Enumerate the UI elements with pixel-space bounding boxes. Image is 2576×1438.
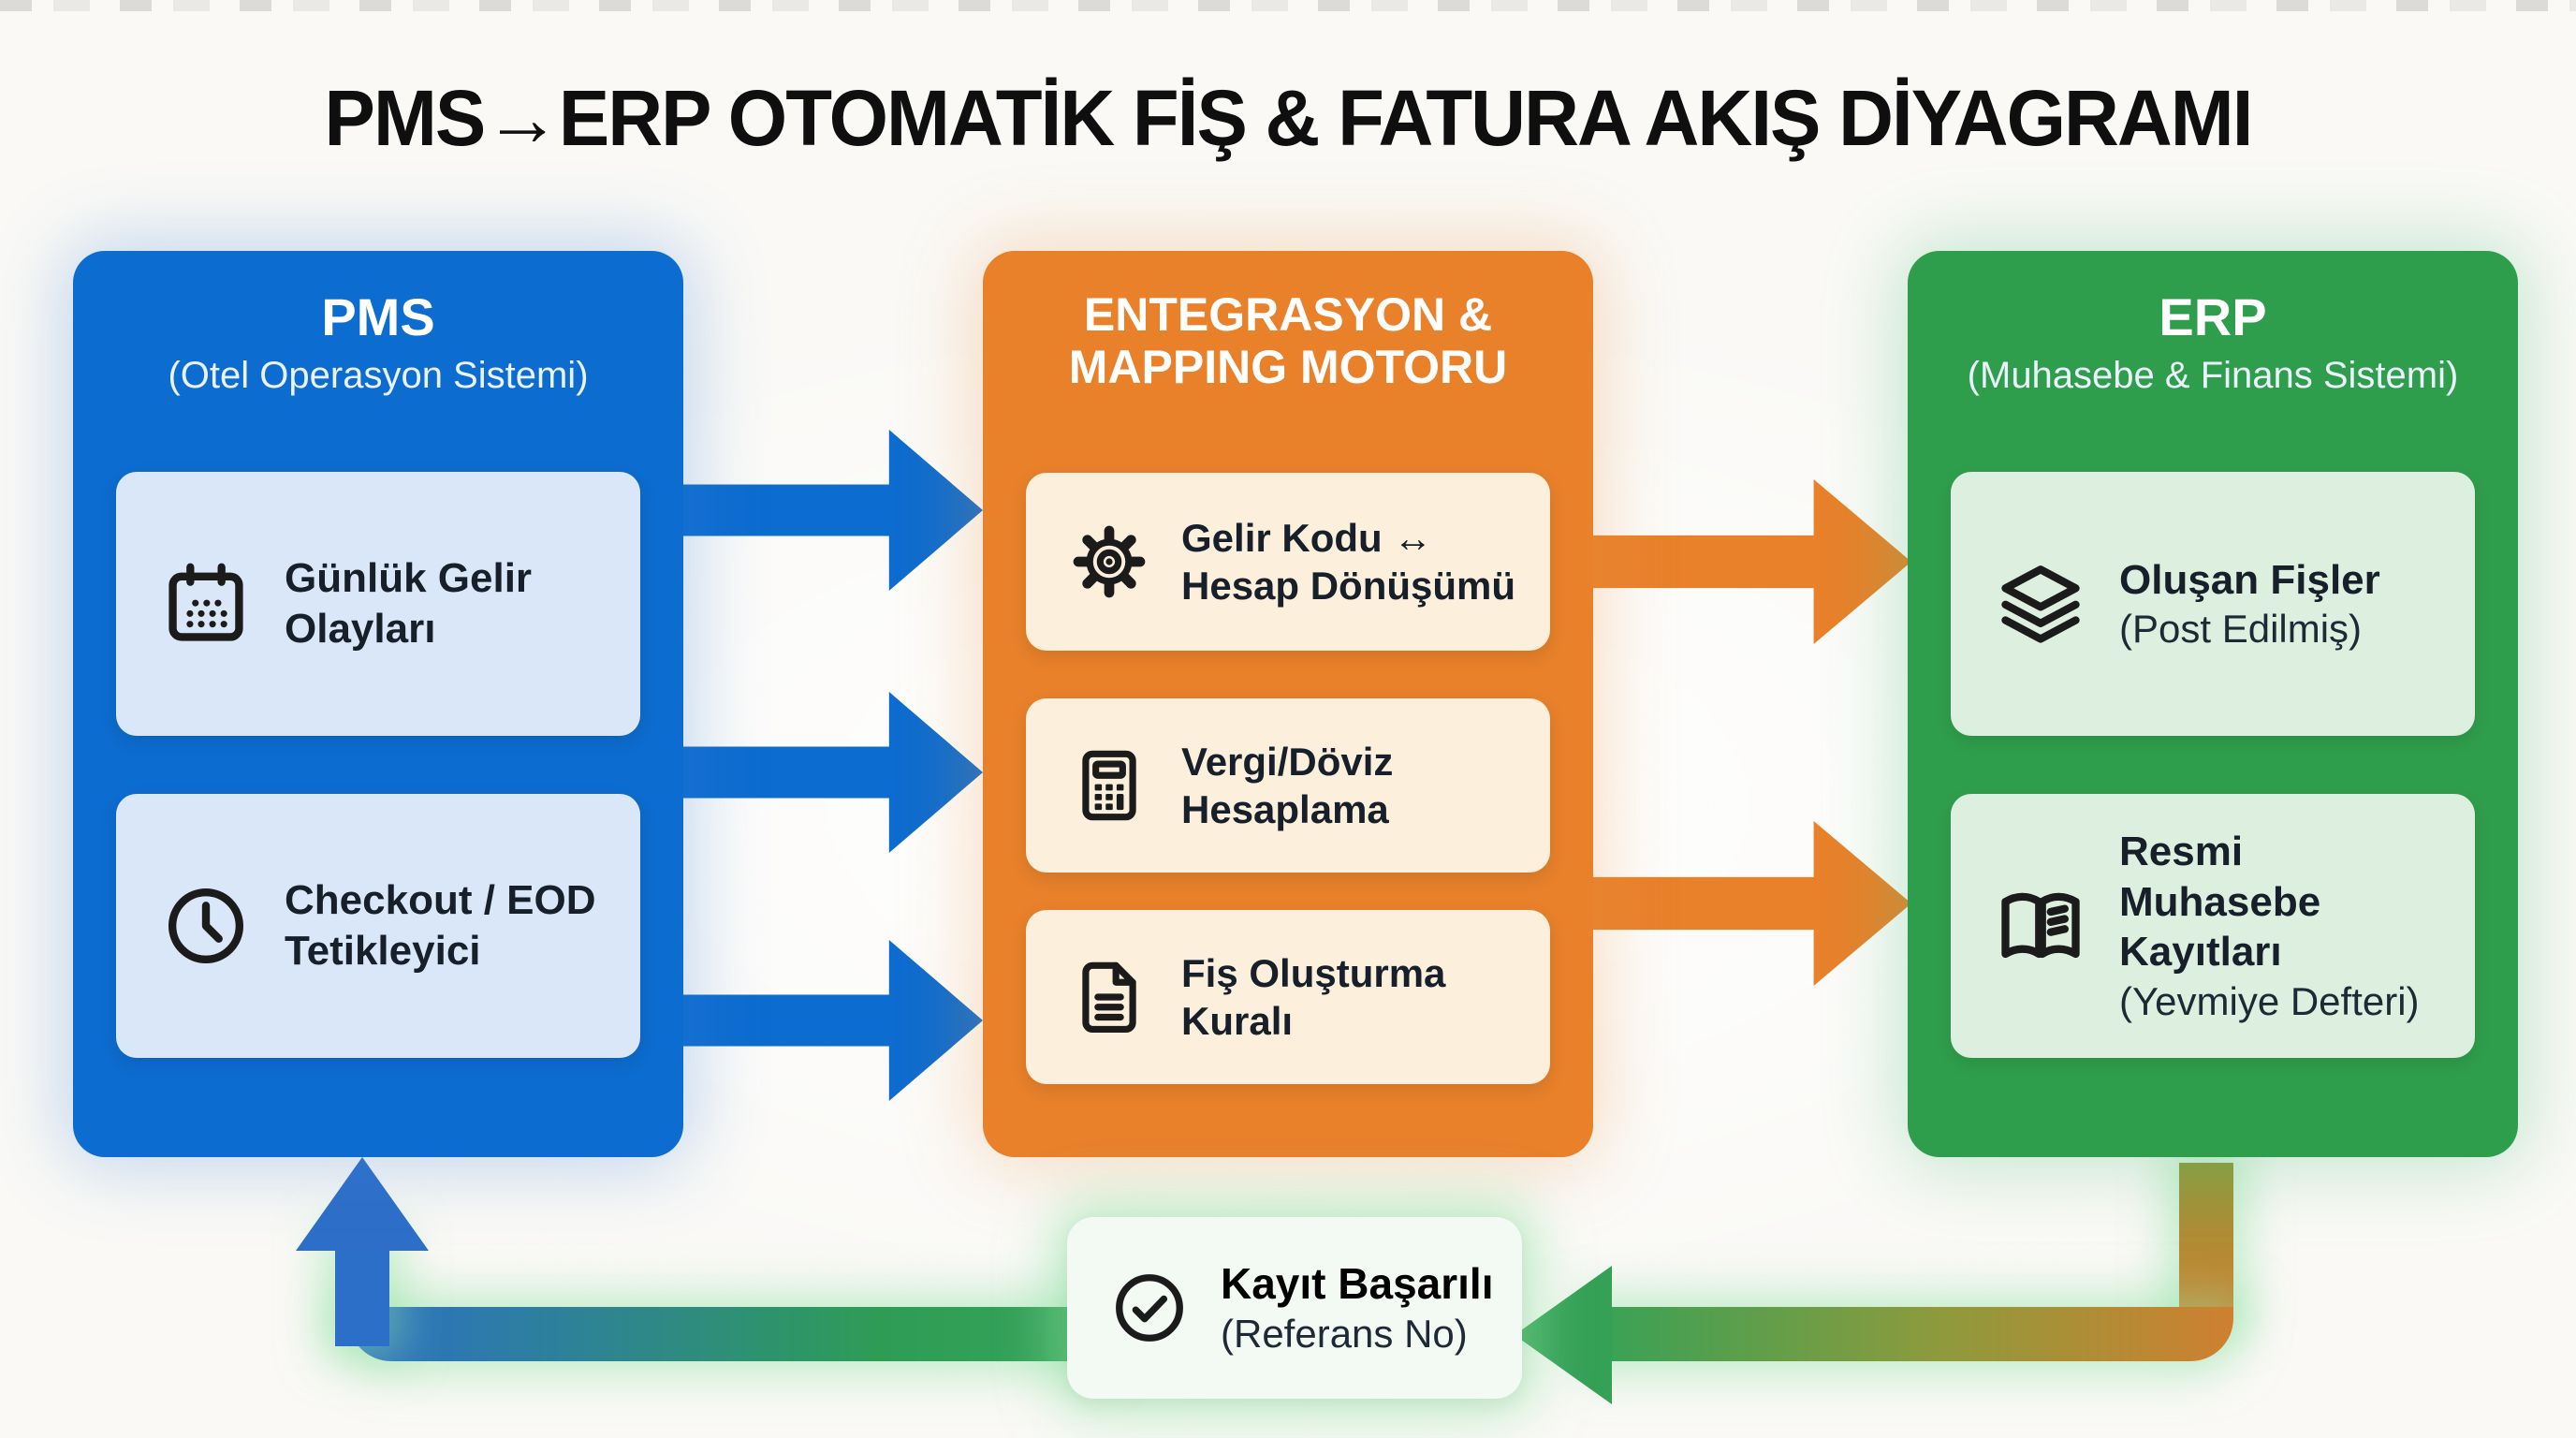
return-path-pms-rise (335, 1238, 389, 1346)
clock-icon (159, 879, 253, 973)
calendar-icon (159, 557, 253, 651)
column-erp: ERP (Muhasebe & Finans Sistemi) Oluşan F… (1908, 251, 2518, 1157)
column-pms: PMS (Otel Operasyon Sistemi) Günlük Geli… (73, 251, 683, 1157)
pms-subtitle: (Otel Operasyon Sistemi) (168, 354, 589, 396)
document-icon (1069, 957, 1149, 1037)
feedback-sublabel: (Referans No) (1221, 1312, 1468, 1357)
engine-header: ENTEGRASYON & MAPPING MOTORU (983, 288, 1593, 401)
card-official-accounting-records: Resmi Muhasebe Kayıtları (Yevmiye Defter… (1951, 794, 2475, 1058)
card-posted-vouchers: Oluşan Fişler (Post Edilmiş) (1951, 472, 2475, 736)
card-sublabel: (Yevmiye Defteri) (2119, 978, 2420, 1023)
card-label: Oluşan Fişler (2119, 556, 2380, 603)
return-path-left-bar (348, 1307, 1090, 1361)
feedback-card: Kayıt Başarılı (Referans No) (1067, 1217, 1522, 1399)
card-label: Checkout / EOD Tetikleyici (285, 877, 596, 974)
return-path-erp-drop (2179, 1163, 2233, 1316)
card-checkout-eod-trigger: Checkout / EOD Tetikleyici (116, 794, 640, 1058)
return-path-right-bar (1591, 1307, 2233, 1361)
card-label: Fiş Oluşturma Kuralı (1181, 950, 1446, 1043)
check-circle-icon (1108, 1267, 1191, 1349)
cropped-text-artifact-strip (0, 0, 2576, 11)
pms-title: PMS (321, 287, 435, 346)
card-label: Günlük Gelir Olayları (285, 555, 533, 652)
book-open-icon (1994, 879, 2087, 973)
erp-header: ERP (Muhasebe & Finans Sistemi) (1908, 287, 2518, 397)
card-revenue-code-mapping: Gelir Kodu ↔ Hesap Dönüşümü (1026, 473, 1550, 651)
erp-title: ERP (2159, 287, 2267, 346)
feedback-label: Kayıt Başarılı (1221, 1259, 1494, 1309)
pms-header: PMS (Otel Operasyon Sistemi) (73, 287, 683, 397)
card-tax-currency-calculation: Vergi/Döviz Hesaplama (1026, 698, 1550, 873)
engine-title: ENTEGRASYON & MAPPING MOTORU (1068, 288, 1508, 393)
calculator-icon (1069, 745, 1149, 826)
card-voucher-creation-rule: Fiş Oluşturma Kuralı (1026, 910, 1550, 1084)
card-daily-revenue-events: Günlük Gelir Olayları (116, 472, 640, 736)
column-integration-engine: ENTEGRASYON & MAPPING MOTORU (983, 251, 1593, 1157)
card-sublabel: (Post Edilmiş) (2119, 607, 2363, 652)
card-label: Resmi Muhasebe Kayıtları (2119, 828, 2321, 976)
card-label: Vergi/Döviz Hesaplama (1181, 739, 1394, 831)
erp-subtitle: (Muhasebe & Finans Sistemi) (1967, 354, 2459, 396)
layers-icon (1994, 557, 2087, 651)
card-label: Gelir Kodu ↔ Hesap Dönüşümü (1181, 515, 1516, 608)
gear-icon (1069, 521, 1149, 602)
page-title: PMS→ERP OTOMATİK FİŞ & FATURA AKIŞ DİYAG… (324, 74, 2254, 162)
